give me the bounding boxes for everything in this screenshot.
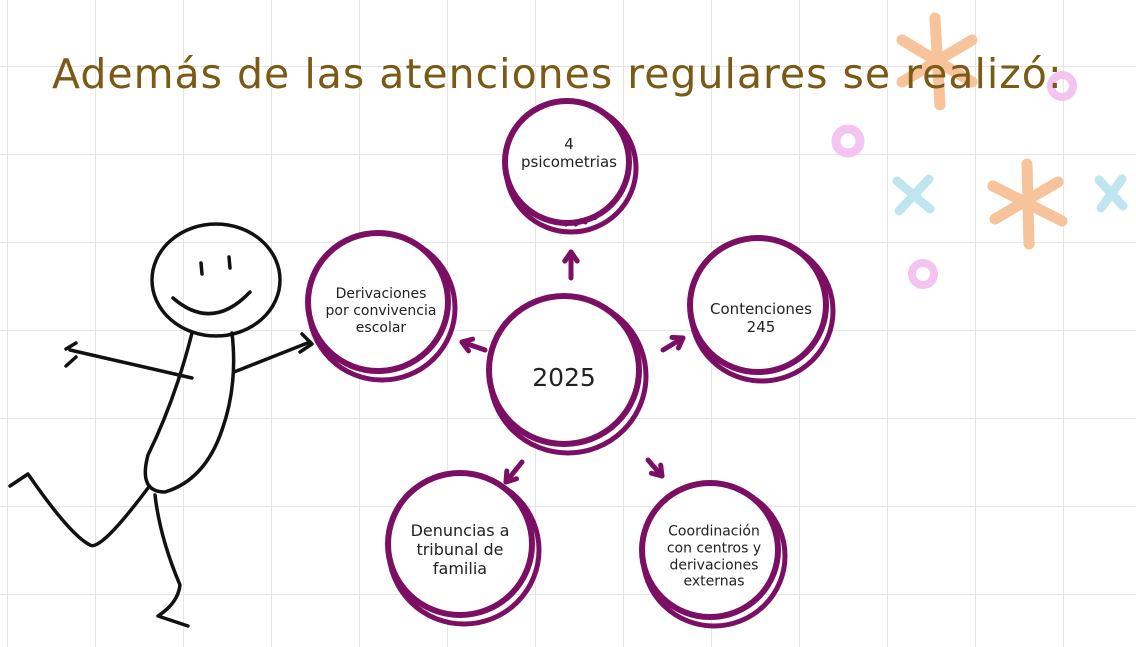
node-derivaciones-line: por convivencia xyxy=(325,302,437,319)
node-derivaciones-line: escolar xyxy=(355,319,407,336)
page-title: Además de las atenciones regulares se re… xyxy=(52,50,1063,98)
node-contenciones-line: Contenciones xyxy=(710,300,812,318)
figure-smile xyxy=(171,290,252,316)
node-contenciones-circle xyxy=(687,235,836,384)
node-psicometrias-line: 4 xyxy=(564,135,574,153)
node-denuncias-circle xyxy=(385,470,542,627)
figure-body xyxy=(143,331,236,494)
arrow-to-denuncias xyxy=(503,459,525,485)
center-node-line: 2025 xyxy=(532,363,596,392)
arrow-to-coordinacion xyxy=(645,457,665,479)
node-derivaciones-circle xyxy=(305,230,458,383)
dot-decoration xyxy=(908,259,938,289)
figure-leg-right xyxy=(153,493,190,628)
node-coordinacion-line: externas xyxy=(683,573,745,590)
figure-arm-left xyxy=(68,348,194,380)
figure-arm-right xyxy=(232,340,312,374)
node-denuncias-line: Denuncias a xyxy=(410,521,510,541)
node-denuncias-line: familia xyxy=(432,559,488,579)
star-decoration xyxy=(987,158,1068,250)
star-decoration xyxy=(896,12,978,111)
arrow-to-derivaciones xyxy=(459,336,488,354)
node-contenciones-line: 245 xyxy=(746,318,776,336)
node-coordinacion-line: derivaciones xyxy=(669,557,759,573)
center-node-label: 2025 xyxy=(494,363,634,393)
node-psicometrias-line: psicometrias xyxy=(521,153,617,171)
arrow-to-contenciones xyxy=(660,334,686,353)
figure-leg-left xyxy=(8,472,150,548)
center-node-circle xyxy=(486,293,649,456)
node-psicometrias-circle xyxy=(502,98,639,235)
node-denuncias-line: tribunal de xyxy=(416,540,504,560)
figure-head xyxy=(150,222,282,338)
node-derivaciones-line: Derivaciones xyxy=(335,285,427,302)
dot-decoration xyxy=(1047,71,1077,101)
node-coordinacion-circle xyxy=(639,480,788,629)
node-coordinacion-line: con centros y xyxy=(666,540,762,557)
arrow-to-psicometrias xyxy=(562,249,580,281)
dot-decoration xyxy=(831,124,865,158)
node-coordinacion-line: Coordinación xyxy=(668,523,760,540)
cross-decoration xyxy=(892,174,935,216)
cross-decoration xyxy=(1094,174,1128,213)
